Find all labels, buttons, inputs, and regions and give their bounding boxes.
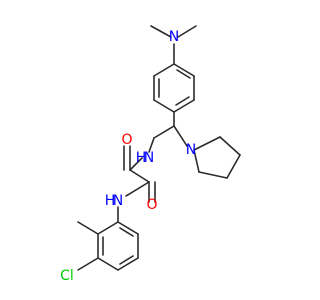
bond-pyr-e xyxy=(193,149,200,173)
bond-ring2-f xyxy=(117,221,139,235)
bond-pyr-d xyxy=(198,171,228,179)
molecule-structure: N N H N O O N H Cl xyxy=(60,25,241,284)
atom-o-right: O xyxy=(146,197,157,213)
atom-h-amide-top: H xyxy=(136,150,147,166)
bond-ring1-double-b xyxy=(175,96,190,106)
bond-ring2-c xyxy=(97,257,119,271)
bond-methyl xyxy=(77,221,99,235)
atom-n-amide-top: N xyxy=(144,150,154,166)
bond-ring2-a xyxy=(97,221,119,235)
bond-c2-nh xyxy=(125,181,150,197)
bond-ring2-d xyxy=(117,257,139,271)
bond-nh-c1 xyxy=(129,157,143,171)
bond-ring1-double-a xyxy=(176,69,191,79)
bond-ring2-double-b xyxy=(119,255,134,265)
atom-n-pyrrolidine: N xyxy=(186,142,196,158)
bond-ch2-nh xyxy=(148,137,155,153)
bond-ring2-double-c xyxy=(119,227,134,237)
atom-n-amide-bottom: N xyxy=(113,193,123,209)
bond-nme-right xyxy=(177,25,197,38)
bond-nme-left xyxy=(150,25,172,38)
atom-n-dimethylamino: N xyxy=(169,29,179,45)
bond-ring1-f xyxy=(153,63,175,77)
bond-ch-ch2 xyxy=(153,125,175,139)
bond-ring1-c xyxy=(173,99,195,113)
atom-cl: Cl xyxy=(60,268,74,284)
bond-c1-c2 xyxy=(129,169,150,183)
bond-cl xyxy=(77,257,99,271)
bond-pyr-a xyxy=(193,136,221,151)
atom-h-amide-bottom: H xyxy=(105,193,116,209)
bond-ring1-a xyxy=(173,63,195,77)
bond-pyr-c xyxy=(226,154,241,179)
bond-pyr-b xyxy=(219,136,241,156)
bond-ch-npyr xyxy=(173,125,188,147)
atom-o-left: O xyxy=(121,132,132,148)
bond-ring1-d xyxy=(153,99,175,113)
